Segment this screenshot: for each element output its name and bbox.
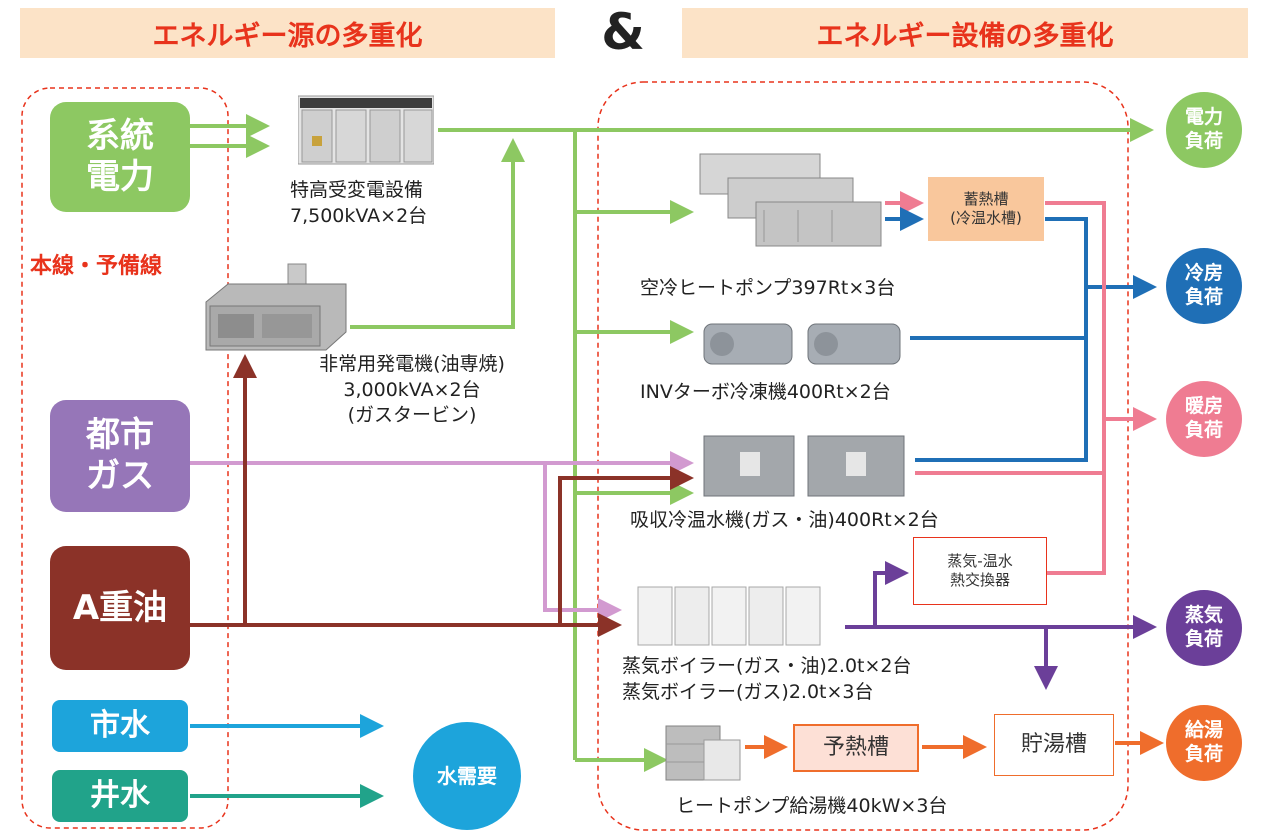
ampersand: & xyxy=(601,3,645,61)
turbo-chiller-label: INVターボ冷凍機400Rt×2台 xyxy=(640,381,891,403)
hot-water-load: 給湯 負荷 xyxy=(1166,705,1242,781)
turbo-chiller-image xyxy=(703,323,901,365)
cooling-load: 冷房 負荷 xyxy=(1166,248,1242,324)
hp-water-heater-image xyxy=(665,725,741,781)
heavy-oil-source: A重油 xyxy=(50,546,190,670)
steam-boiler-label: 蒸気ボイラー(ガス・油)2.0t×2台 蒸気ボイラー(ガス)2.0t×3台 xyxy=(622,655,912,703)
steam-load: 蒸気 負荷 xyxy=(1166,590,1242,666)
hot-water-tank-box: 貯湯槽 xyxy=(994,714,1114,776)
absorption-chiller-label: 吸収冷温水機(ガス・油)400Rt×2台 xyxy=(630,509,939,531)
left-header: エネルギー源の多重化 xyxy=(20,8,555,58)
power-load: 電力 負荷 xyxy=(1166,92,1242,168)
substation-label: 特高受変電設備 7,500kVA×2台 xyxy=(290,179,428,227)
air-heat-pump-label: 空冷ヒートポンプ397Rt×3台 xyxy=(640,277,896,299)
right-header: エネルギー設備の多重化 xyxy=(682,8,1248,58)
hp-water-heater-label: ヒートポンプ給湯機40kW×3台 xyxy=(676,795,948,817)
city-gas-source: 都市 ガス xyxy=(50,400,190,512)
heating-load: 暖房 負荷 xyxy=(1166,381,1242,457)
substation-image xyxy=(298,95,434,165)
generator-image xyxy=(205,263,347,351)
thermal-storage-tank: 蓄熱槽 (冷温水槽) xyxy=(928,177,1044,241)
grid-power-source: 系統 電力 xyxy=(50,102,190,212)
well-water-source: 井水 xyxy=(52,770,188,822)
generator-label: 非常用発電機(油専焼) 3,000kVA×2台 (ガスタービン) xyxy=(319,353,505,427)
absorption-chiller-image xyxy=(703,435,905,497)
grid-line-note: 本線・予備線 xyxy=(30,254,163,279)
heat-exchanger-box: 蒸気-温水 熱交換器 xyxy=(913,537,1047,605)
water-demand-node: 水需要 xyxy=(413,722,521,830)
steam-boiler-image xyxy=(637,586,821,646)
air-heat-pump-image xyxy=(699,153,882,247)
city-water-source: 市水 xyxy=(52,700,188,752)
preheat-tank-box: 予熱槽 xyxy=(793,724,919,772)
